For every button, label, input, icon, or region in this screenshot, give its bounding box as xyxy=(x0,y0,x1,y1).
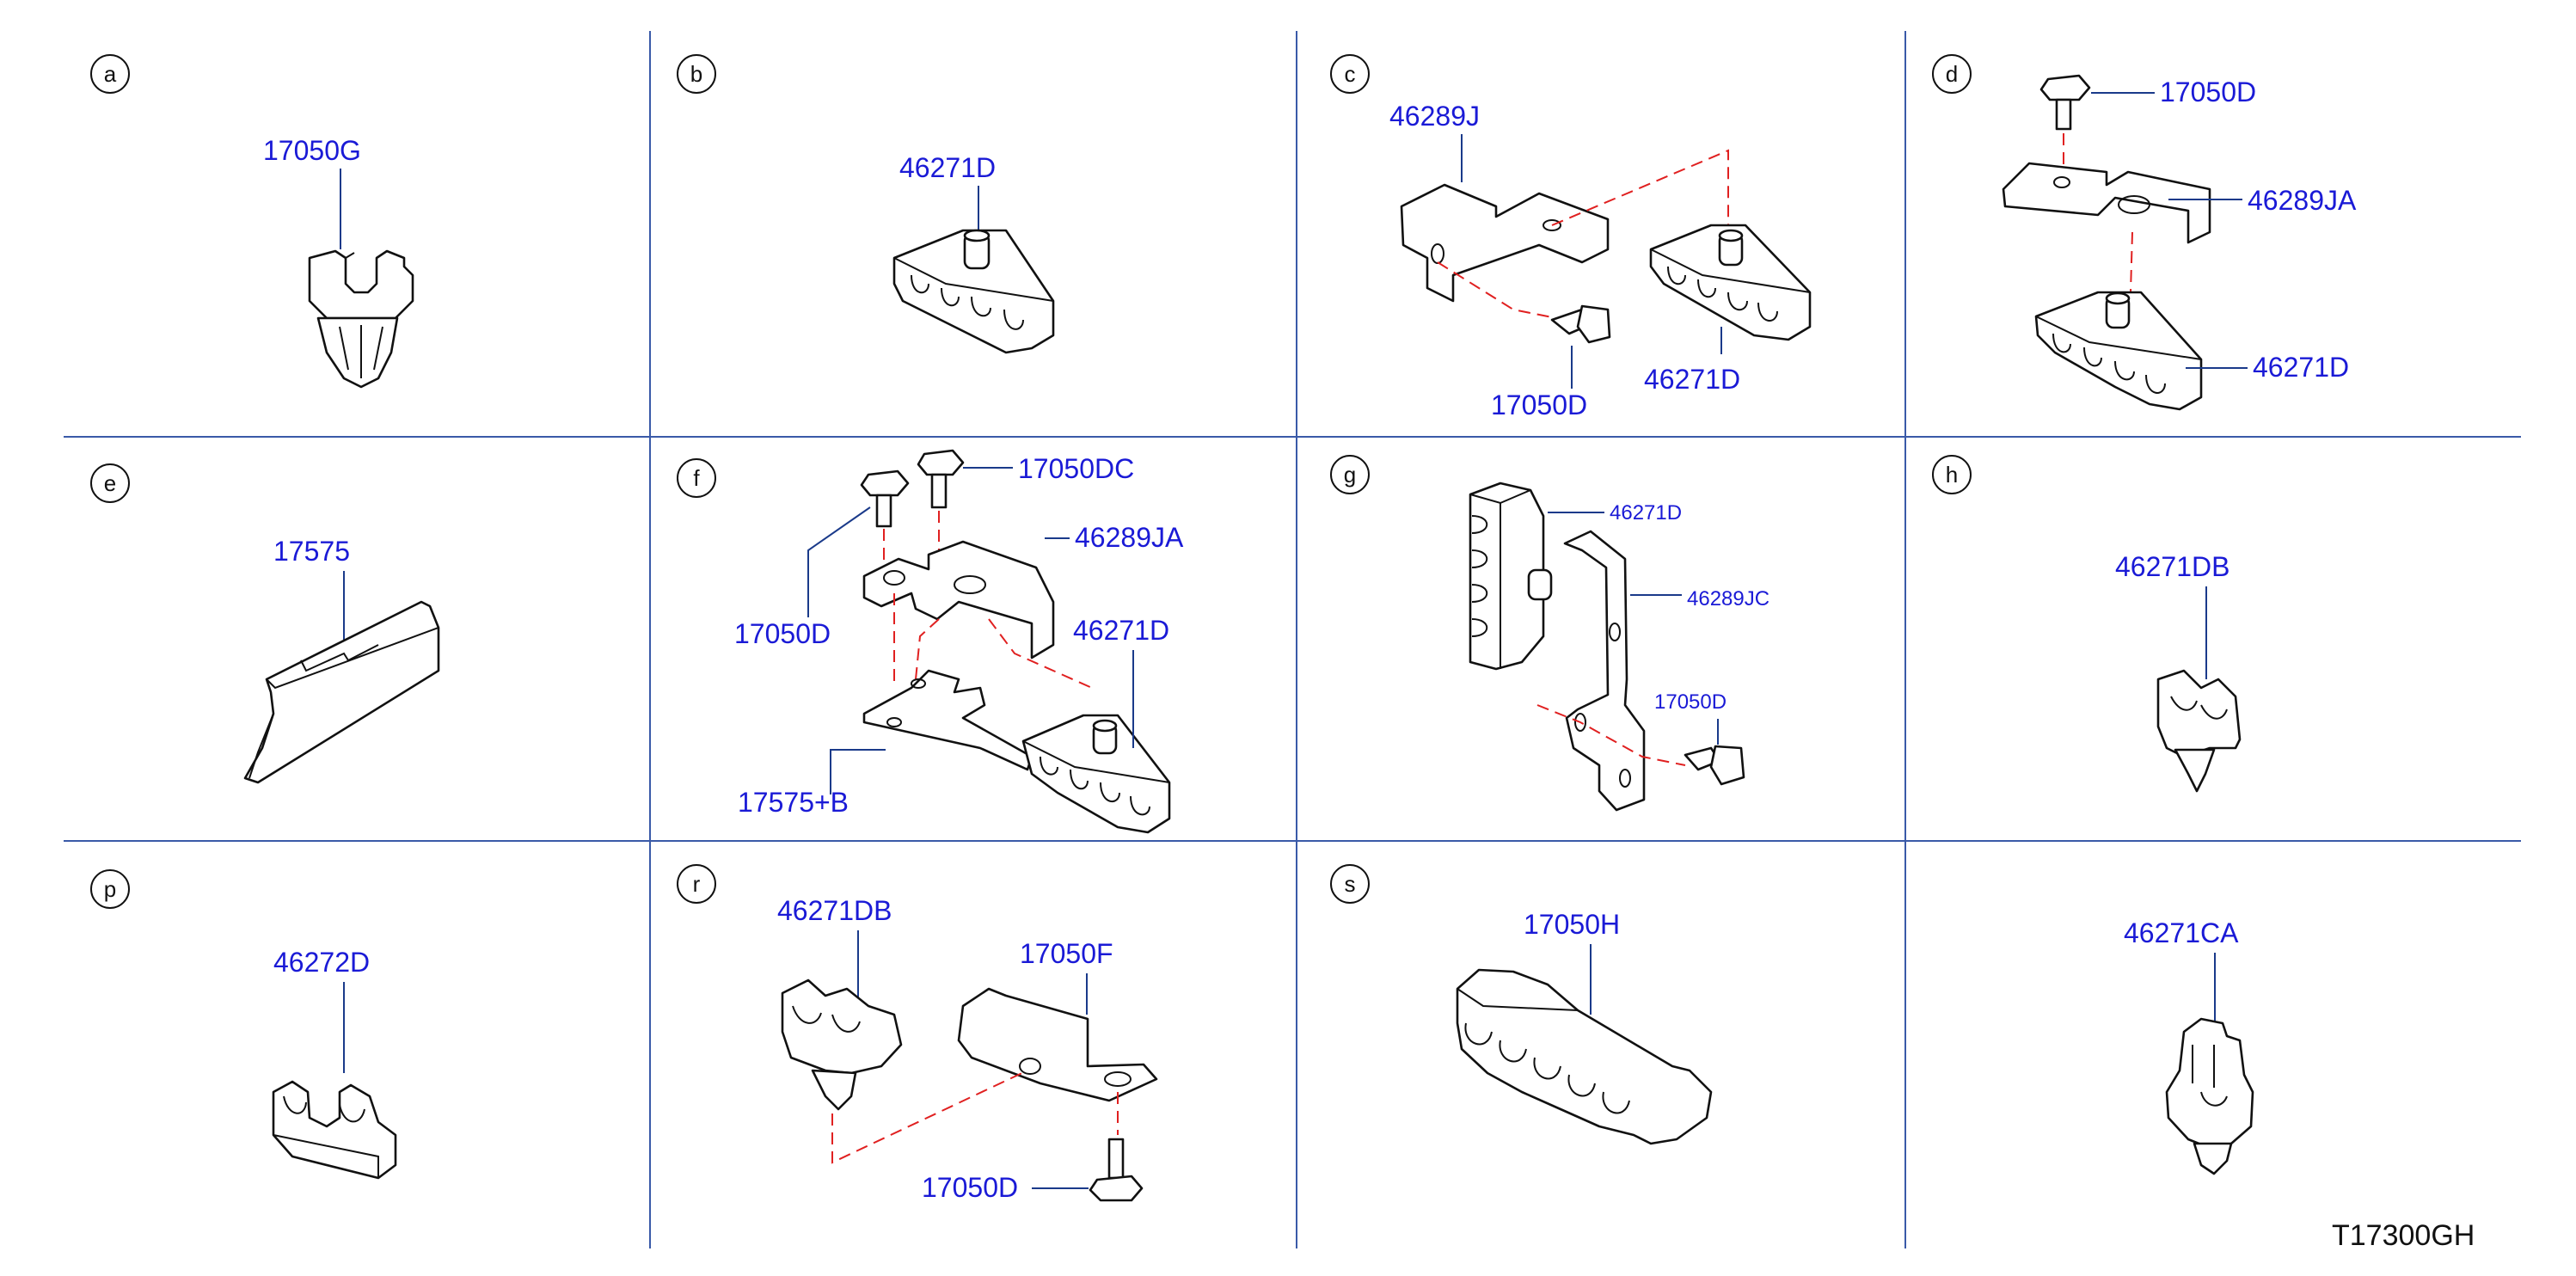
part-label: 46271DB xyxy=(2115,551,2229,582)
cell-badge xyxy=(1932,54,1972,94)
cell-badge xyxy=(1330,864,1370,904)
part-label: 46271DB xyxy=(777,895,892,926)
guide-line xyxy=(1437,261,1557,319)
part-label: 46271D xyxy=(1073,615,1169,646)
cell-badge xyxy=(1330,455,1370,494)
cell-letter: p xyxy=(104,876,116,902)
cell-badge xyxy=(1932,455,1972,494)
cell-letter: s xyxy=(1345,871,1356,897)
cell-letter: c xyxy=(1345,61,1356,87)
part-label: 46271CA xyxy=(2124,917,2239,948)
guide-line xyxy=(2130,231,2133,293)
guide-line xyxy=(831,1070,1028,1164)
bolt-part xyxy=(1089,1138,1144,1202)
harness-clamp-part xyxy=(1469,482,1553,671)
cell-s: s 17050H xyxy=(1330,864,1713,1145)
bolt-part xyxy=(1684,745,1745,786)
bracket-part xyxy=(862,540,1055,659)
leader-line xyxy=(830,749,886,794)
cell-letter: g xyxy=(1344,462,1356,488)
cover-part xyxy=(243,600,440,784)
bracket-part xyxy=(957,987,1158,1102)
part-label: 17050D xyxy=(2160,77,2256,107)
cell-letter: e xyxy=(104,470,116,496)
tube-clip-part xyxy=(2165,1017,2254,1175)
harness-clamp-part xyxy=(1649,224,1812,341)
cell-e: e 17575 xyxy=(90,463,440,784)
cell-badge xyxy=(90,54,130,94)
grid xyxy=(64,31,2521,1248)
part-label: 46289JA xyxy=(1075,522,1184,553)
part-label: 17050DC xyxy=(1018,453,1134,484)
harness-clamp-part xyxy=(2034,291,2203,411)
part-label: 17050F xyxy=(1020,938,1113,969)
tube-clip-part xyxy=(308,249,414,389)
guide-line xyxy=(1536,704,1686,766)
cell-r: r 46271DB 17050F 17050D xyxy=(677,864,1158,1203)
cell-t: 46271CA xyxy=(2124,917,2254,1175)
cell-d: d 17050D 46289JA 46271D xyxy=(1932,54,2357,411)
part-label: 17050H xyxy=(1524,909,1620,940)
part-label: 46271D xyxy=(2253,352,2349,383)
cell-letter: r xyxy=(693,871,701,897)
bolt-part xyxy=(2039,74,2091,131)
leader-line xyxy=(807,506,871,617)
harness-clamp-part xyxy=(892,229,1055,354)
part-label: 17575 xyxy=(273,536,350,567)
cell-g: g 46271D 46289JC 17050D xyxy=(1330,455,1769,812)
guide-line xyxy=(988,618,1093,689)
part-label: 17050D xyxy=(734,618,831,649)
cell-letter: b xyxy=(690,61,702,87)
cell-badge xyxy=(90,463,130,503)
part-label: 46271D xyxy=(1610,501,1682,525)
cell-letter: a xyxy=(104,61,117,87)
cell-letter: h xyxy=(1946,462,1958,488)
plate-part xyxy=(862,669,1033,771)
cell-badge xyxy=(677,458,716,498)
part-label: 46271D xyxy=(1644,364,1740,395)
bolt-part xyxy=(1550,304,1611,344)
cell-h: h 46271DB xyxy=(1932,455,2242,793)
harness-clamp-part xyxy=(1456,968,1713,1145)
cell-f: f 17050DC 46289JA 17050D xyxy=(677,449,1184,834)
tube-clip-part xyxy=(2156,669,2242,793)
part-label: 17050D xyxy=(1491,390,1587,420)
harness-clamp-part xyxy=(1021,714,1171,834)
cell-b: b 46271D xyxy=(677,54,1055,354)
bolt-part xyxy=(860,469,910,528)
bracket-part xyxy=(2002,162,2211,244)
bracket-part xyxy=(1563,530,1646,812)
guide-line xyxy=(915,618,940,680)
cell-letter: f xyxy=(693,465,700,491)
part-label: 17050G xyxy=(263,135,361,166)
guide-line xyxy=(1551,149,1729,236)
part-label: 46289JC xyxy=(1687,587,1769,610)
part-label: 46289J xyxy=(1389,101,1480,132)
cell-badge xyxy=(90,869,130,909)
part-label: 46272D xyxy=(273,947,370,978)
cell-a: a 17050G xyxy=(90,54,414,389)
part-label: 17575+B xyxy=(738,787,849,818)
tube-clip-part xyxy=(272,1080,397,1180)
cell-c: c 46289J 17050D 46271D xyxy=(1330,54,1812,420)
cell-letter: d xyxy=(1946,61,1958,87)
part-label: 46289JA xyxy=(2248,185,2357,216)
part-label: 46271D xyxy=(899,152,996,183)
bolt-part xyxy=(917,449,965,509)
cell-badge xyxy=(677,54,716,94)
drawing-code: T17300GH xyxy=(2332,1219,2475,1252)
tube-clip-part xyxy=(781,978,903,1111)
cell-p: p 46272D xyxy=(90,869,397,1180)
part-label: 17050D xyxy=(922,1172,1018,1203)
bracket-part xyxy=(1400,183,1610,303)
cell-badge xyxy=(677,864,716,904)
part-label: 17050D xyxy=(1654,690,1727,714)
cell-badge xyxy=(1330,54,1370,94)
